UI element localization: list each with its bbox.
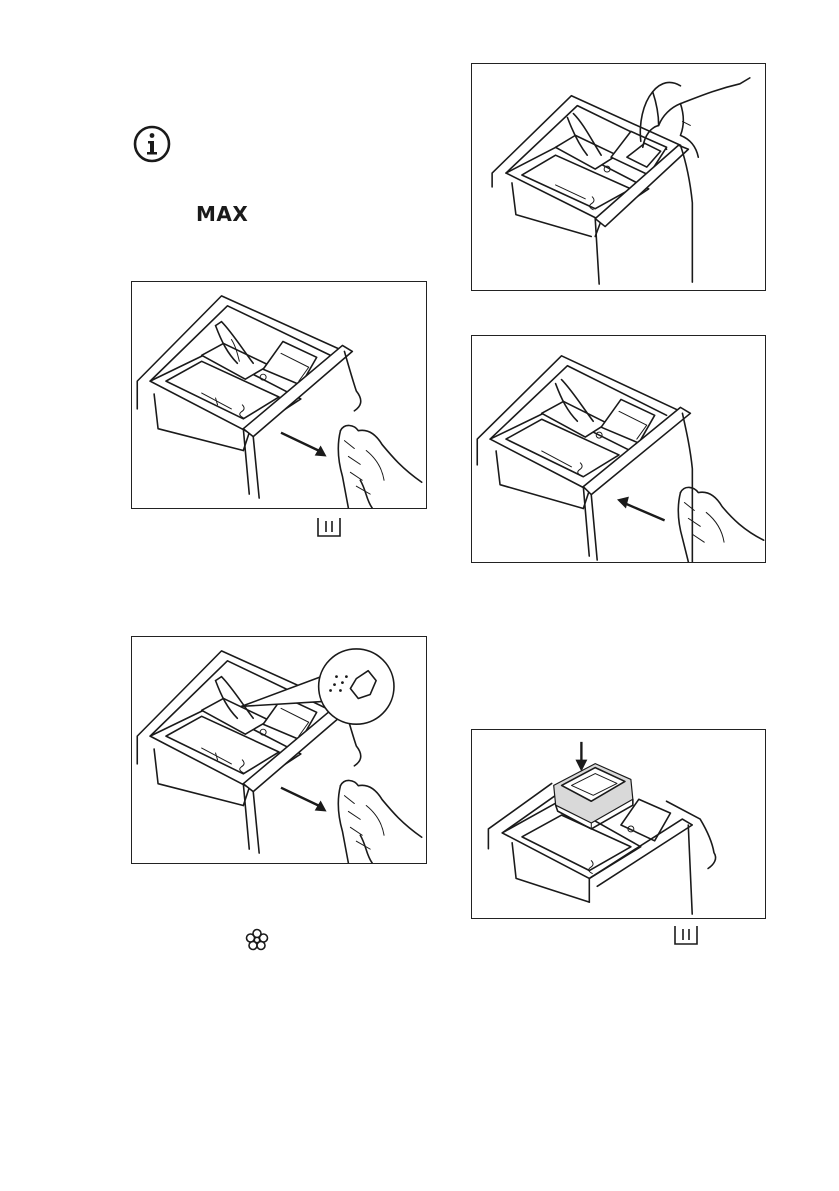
powder-detergent-illustration — [131, 636, 427, 864]
liquid-container-insert-illustration — [471, 729, 766, 919]
main-wash-compartment-icon — [316, 516, 342, 538]
max-level-label: MAX — [196, 202, 248, 226]
main-wash-compartment-icon-2 — [673, 924, 699, 946]
flower-softener-icon — [245, 928, 269, 952]
flap-adjust-illustration — [471, 63, 766, 291]
info-icon — [132, 124, 172, 164]
drawer-push-in-illustration — [471, 335, 766, 563]
drawer-pull-out-illustration — [131, 281, 427, 509]
